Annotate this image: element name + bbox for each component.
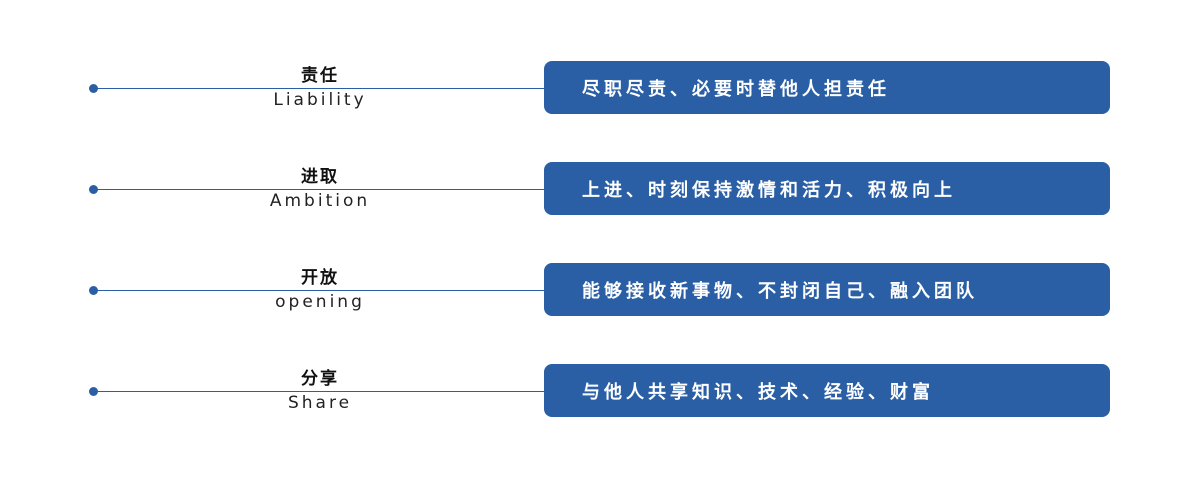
bullet-dot (89, 185, 98, 194)
value-title-en: Ambition (269, 191, 371, 211)
value-title-en: opening (275, 292, 365, 312)
value-description-box: 能够接收新事物、不封闭自己、融入团队 (544, 263, 1110, 316)
value-description: 与他人共享知识、技术、经验、财富 (582, 381, 934, 403)
connector-line (94, 189, 546, 190)
value-title-cn: 责任 (301, 66, 339, 86)
value-description-box: 上进、时刻保持激情和活力、积极向上 (544, 162, 1110, 215)
value-title-cn: 进取 (301, 167, 339, 187)
value-title-en: Share (287, 393, 353, 413)
connector-line (94, 290, 546, 291)
value-description: 上进、时刻保持激情和活力、积极向上 (582, 179, 956, 201)
value-row-share: 分享 Share 与他人共享知识、技术、经验、财富 (0, 364, 1200, 424)
value-description: 能够接收新事物、不封闭自己、融入团队 (582, 280, 978, 302)
value-description-box: 与他人共享知识、技术、经验、财富 (544, 364, 1110, 417)
value-title-en: Liability (273, 90, 367, 110)
value-row-liability: 责任 Liability 尽职尽责、必要时替他人担责任 (0, 61, 1200, 121)
bullet-dot (89, 84, 98, 93)
value-row-ambition: 进取 Ambition 上进、时刻保持激情和活力、积极向上 (0, 162, 1200, 222)
value-title-cn: 分享 (301, 369, 339, 389)
connector-line (94, 391, 546, 392)
value-description: 尽职尽责、必要时替他人担责任 (582, 78, 890, 100)
bullet-dot (89, 387, 98, 396)
value-title-cn: 开放 (301, 268, 339, 288)
value-description-box: 尽职尽责、必要时替他人担责任 (544, 61, 1110, 114)
connector-line (94, 88, 546, 89)
value-row-opening: 开放 opening 能够接收新事物、不封闭自己、融入团队 (0, 263, 1200, 323)
bullet-dot (89, 286, 98, 295)
